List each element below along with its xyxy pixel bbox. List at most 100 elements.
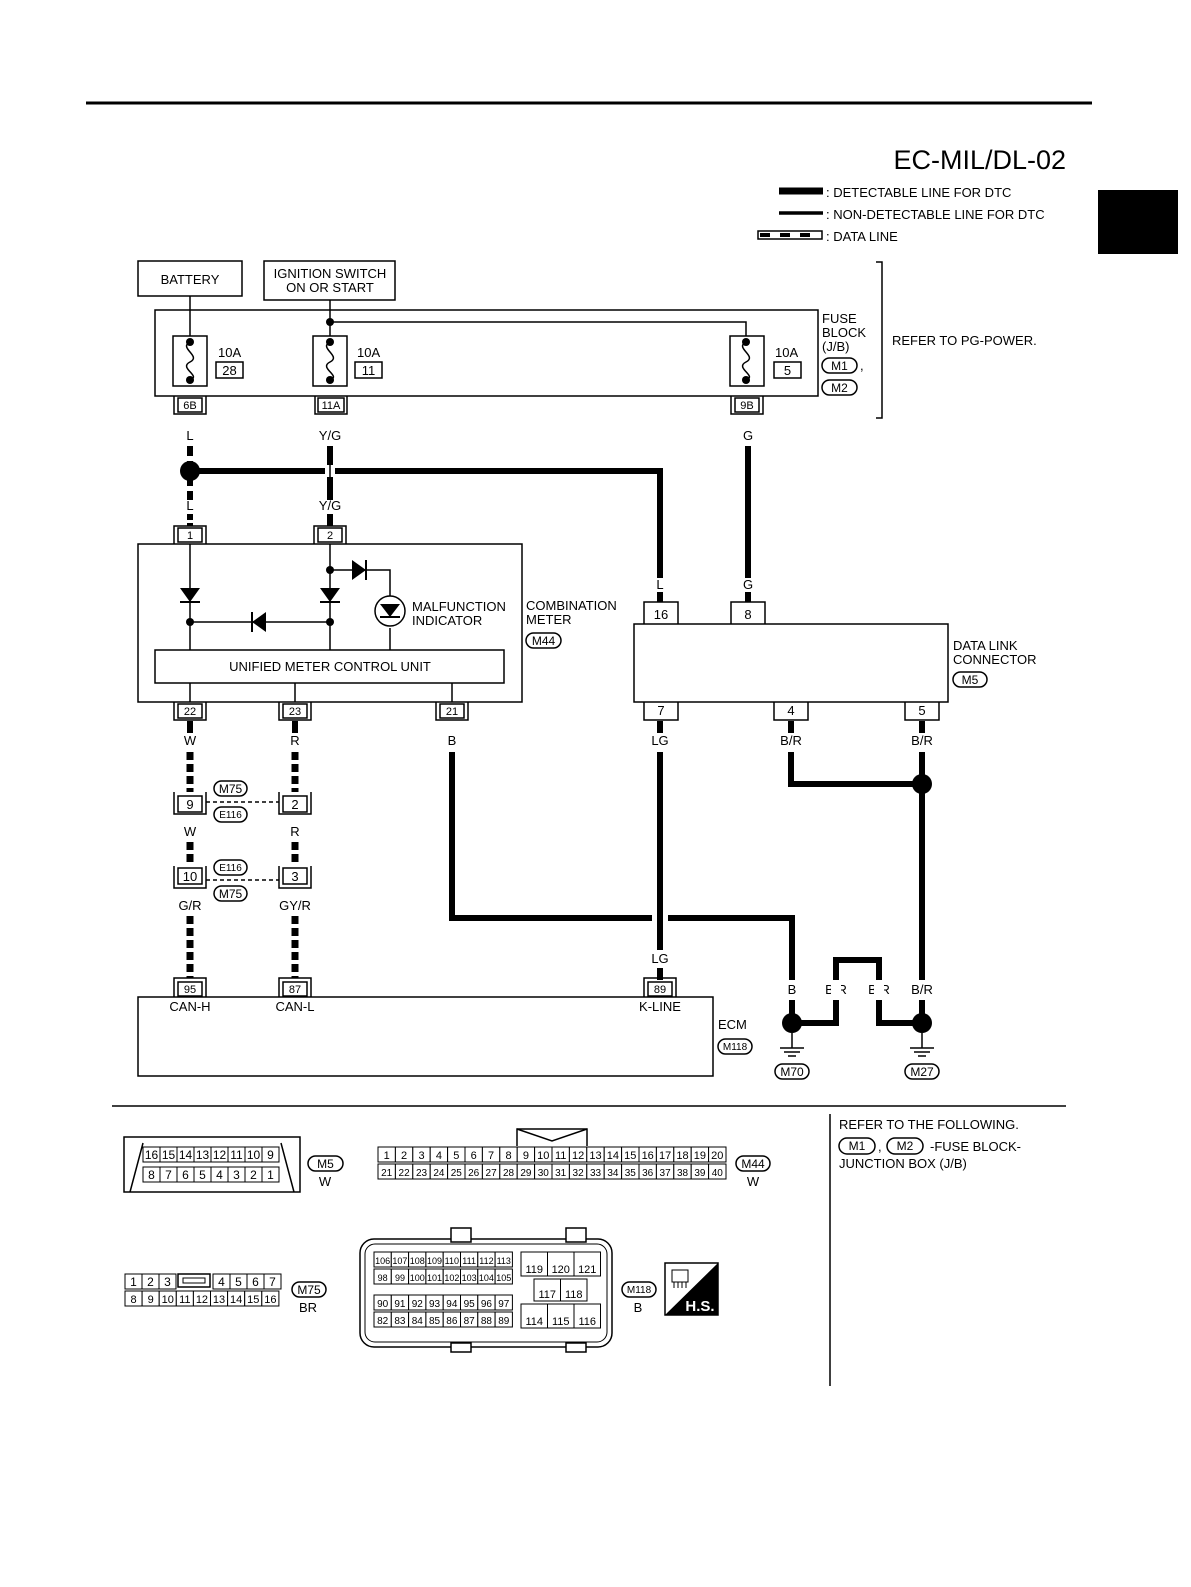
connector-pin-label: 88 bbox=[481, 1316, 493, 1327]
connector-pin-label: 100 bbox=[410, 1273, 425, 1283]
connector-pin-label: 115 bbox=[552, 1316, 570, 1328]
wire-gr: G/R bbox=[178, 898, 201, 913]
connector-pin bbox=[261, 1290, 280, 1307]
connector-pin-label: 15 bbox=[247, 1294, 259, 1306]
connector-pin-label: 37 bbox=[660, 1168, 672, 1179]
fuse-block-label-3: (J/B) bbox=[822, 339, 849, 354]
fuse-block-refer: REFER TO PG-POWER. bbox=[892, 333, 1037, 348]
connector-pin-label: 14 bbox=[179, 1148, 193, 1162]
refer-following-1: REFER TO THE FOLLOWING. bbox=[839, 1117, 1019, 1132]
wire-r-2: R bbox=[290, 824, 299, 839]
ground-icon bbox=[780, 1033, 804, 1057]
dlc-terminal-7: 7 bbox=[657, 703, 664, 718]
connector-pin-label: 35 bbox=[625, 1168, 637, 1179]
connector-pin-label: 112 bbox=[479, 1256, 493, 1266]
fuse-5-amp: 10A bbox=[775, 345, 798, 360]
battery-box bbox=[137, 260, 243, 297]
wire-w-2: W bbox=[184, 824, 197, 839]
connector-pin-label: 8 bbox=[505, 1150, 511, 1162]
terminal-6b: 6B bbox=[183, 400, 196, 412]
connector-pin-label: 9 bbox=[523, 1150, 529, 1162]
connector-pin-label: 93 bbox=[429, 1299, 441, 1310]
connector-pin-label: 8 bbox=[130, 1294, 136, 1306]
diode-3 bbox=[252, 612, 266, 632]
connector-pin-label: 109 bbox=[427, 1256, 442, 1266]
ecm-terminal-95: 95 bbox=[184, 984, 196, 996]
connector-pin-label: 16 bbox=[145, 1148, 159, 1162]
connector-pin-label: 96 bbox=[481, 1299, 493, 1310]
connector-pin-label: 38 bbox=[677, 1168, 689, 1179]
dlc-label-1: DATA LINK bbox=[953, 638, 1018, 653]
connector-pin-label: 12 bbox=[213, 1148, 227, 1162]
connector-pin-label: 9 bbox=[267, 1148, 274, 1162]
connector-pin-label: 29 bbox=[520, 1168, 532, 1179]
connector-pin-label: 21 bbox=[381, 1168, 393, 1179]
connector-pin-label: 18 bbox=[676, 1150, 688, 1162]
connector-pin-label: 15 bbox=[162, 1148, 176, 1162]
fuse-28 bbox=[172, 335, 208, 387]
connector-pin-label: 92 bbox=[412, 1299, 424, 1310]
wire-l-top: L bbox=[186, 428, 193, 443]
connector-pin-label: 116 bbox=[578, 1316, 596, 1328]
ecm-terminal-89: 89 bbox=[654, 984, 666, 996]
ecm-can-h: CAN-H bbox=[169, 999, 210, 1014]
connector-pin-label: 34 bbox=[607, 1168, 619, 1179]
connector-pin-label: 11 bbox=[179, 1294, 190, 1306]
connector-pin-label: 6 bbox=[182, 1168, 189, 1182]
wire-g-top: G bbox=[743, 428, 753, 443]
terminal-11a: 11A bbox=[322, 400, 341, 412]
connector-pin-label: 3 bbox=[233, 1168, 240, 1182]
connector-pin-label: 2 bbox=[401, 1150, 407, 1162]
connector-pin-label: 114 bbox=[525, 1316, 543, 1328]
harness-side-icon bbox=[664, 1262, 719, 1316]
legend-non-detectable: : NON-DETECTABLE LINE FOR DTC bbox=[826, 207, 1045, 222]
unified-meter-label: UNIFIED METER CONTROL UNIT bbox=[229, 659, 431, 674]
connector-pin-label: 4 bbox=[216, 1168, 223, 1182]
ground-icon bbox=[910, 1033, 934, 1057]
connector-pin-label: 107 bbox=[392, 1256, 407, 1266]
section-tab bbox=[1098, 190, 1178, 254]
connector-pin-label: 15 bbox=[624, 1150, 636, 1162]
connector-pin-label: 99 bbox=[395, 1273, 405, 1283]
connector-pin-label: 110 bbox=[445, 1256, 459, 1266]
diagram-title: EC-MIL/DL-02 bbox=[893, 145, 1066, 175]
connector-pin-label: 94 bbox=[446, 1299, 458, 1310]
wire-lg-2: LG bbox=[651, 951, 668, 966]
connector-pin-label: 91 bbox=[394, 1299, 406, 1310]
connector-pin-label: 25 bbox=[451, 1168, 463, 1179]
connector-pin-label: 3 bbox=[164, 1275, 171, 1289]
wire-lg-1: LG bbox=[651, 733, 668, 748]
connector-pin-label: 85 bbox=[429, 1316, 441, 1327]
connector-pin-label: 10 bbox=[162, 1294, 174, 1306]
connector-pin-label: 14 bbox=[607, 1150, 619, 1162]
connector-m75-color: BR bbox=[299, 1300, 317, 1315]
diode-4 bbox=[352, 560, 366, 580]
connector-pin-label: 6 bbox=[471, 1150, 477, 1162]
connector-pin-label: 1 bbox=[267, 1168, 274, 1182]
connector-m118-tag: M118 bbox=[627, 1285, 652, 1296]
connector-pin-label: 90 bbox=[377, 1299, 389, 1310]
connector-pin-label: 104 bbox=[479, 1273, 494, 1283]
dlc-connector: M5 bbox=[962, 673, 979, 687]
wire-yg-top: Y/G bbox=[319, 428, 341, 443]
ecm-can-l: CAN-L bbox=[275, 999, 314, 1014]
diode-2 bbox=[320, 588, 340, 602]
connector-pin-label: 4 bbox=[218, 1275, 225, 1289]
connector-m44-tag: M44 bbox=[741, 1157, 765, 1171]
wire-w-1: W bbox=[184, 733, 197, 748]
fuse-28-number: 28 bbox=[222, 363, 236, 378]
connector-pin-label: 36 bbox=[642, 1168, 654, 1179]
connector-pin-label: 5 bbox=[453, 1150, 459, 1162]
comb-meter-label-2: METER bbox=[526, 612, 572, 627]
ecm-k-line: K-LINE bbox=[639, 999, 681, 1014]
refer-following-tag-m1: M1 bbox=[849, 1139, 866, 1153]
fuse-block-label-2: BLOCK bbox=[822, 325, 866, 340]
connector-pin-label: 11 bbox=[555, 1150, 566, 1162]
ecm-connector: M118 bbox=[723, 1042, 748, 1053]
connector-pin bbox=[158, 1273, 177, 1290]
wire-l-mid: L bbox=[186, 498, 193, 513]
connector-pin bbox=[573, 1251, 601, 1277]
joint-connector-upper bbox=[173, 792, 312, 815]
